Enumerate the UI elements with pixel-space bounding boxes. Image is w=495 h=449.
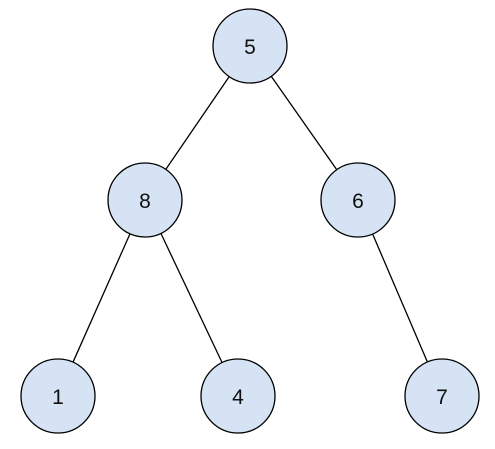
tree-edge-5-6 — [270, 75, 338, 171]
tree-node-8: 8 — [107, 162, 183, 238]
tree-node-circle — [107, 162, 183, 238]
tree-node-label: 7 — [436, 386, 448, 409]
tree-node-7: 7 — [404, 358, 480, 434]
tree-edge-8-1 — [72, 233, 131, 363]
tree-nodes: 5 8 6 1 4 7 — [20, 8, 480, 434]
tree-edge-6-7 — [372, 233, 428, 363]
tree-node-circle — [200, 358, 276, 434]
tree-node-label: 1 — [52, 386, 64, 409]
tree-node-1: 1 — [20, 358, 96, 434]
tree-node-6: 6 — [320, 162, 396, 238]
tree-edge-5-8 — [165, 76, 230, 170]
tree-node-label: 8 — [139, 190, 151, 213]
tree-node-5: 5 — [212, 8, 288, 84]
tree-node-label: 6 — [352, 190, 364, 213]
tree-node-label: 5 — [244, 36, 256, 59]
tree-node-circle — [212, 8, 288, 84]
tree-node-circle — [404, 358, 480, 434]
tree-edge-8-4 — [160, 233, 223, 363]
tree-node-circle — [20, 358, 96, 434]
tree-node-label: 4 — [232, 386, 244, 409]
tree-node-4: 4 — [200, 358, 276, 434]
tree-node-circle — [320, 162, 396, 238]
tree-edges — [72, 75, 428, 363]
